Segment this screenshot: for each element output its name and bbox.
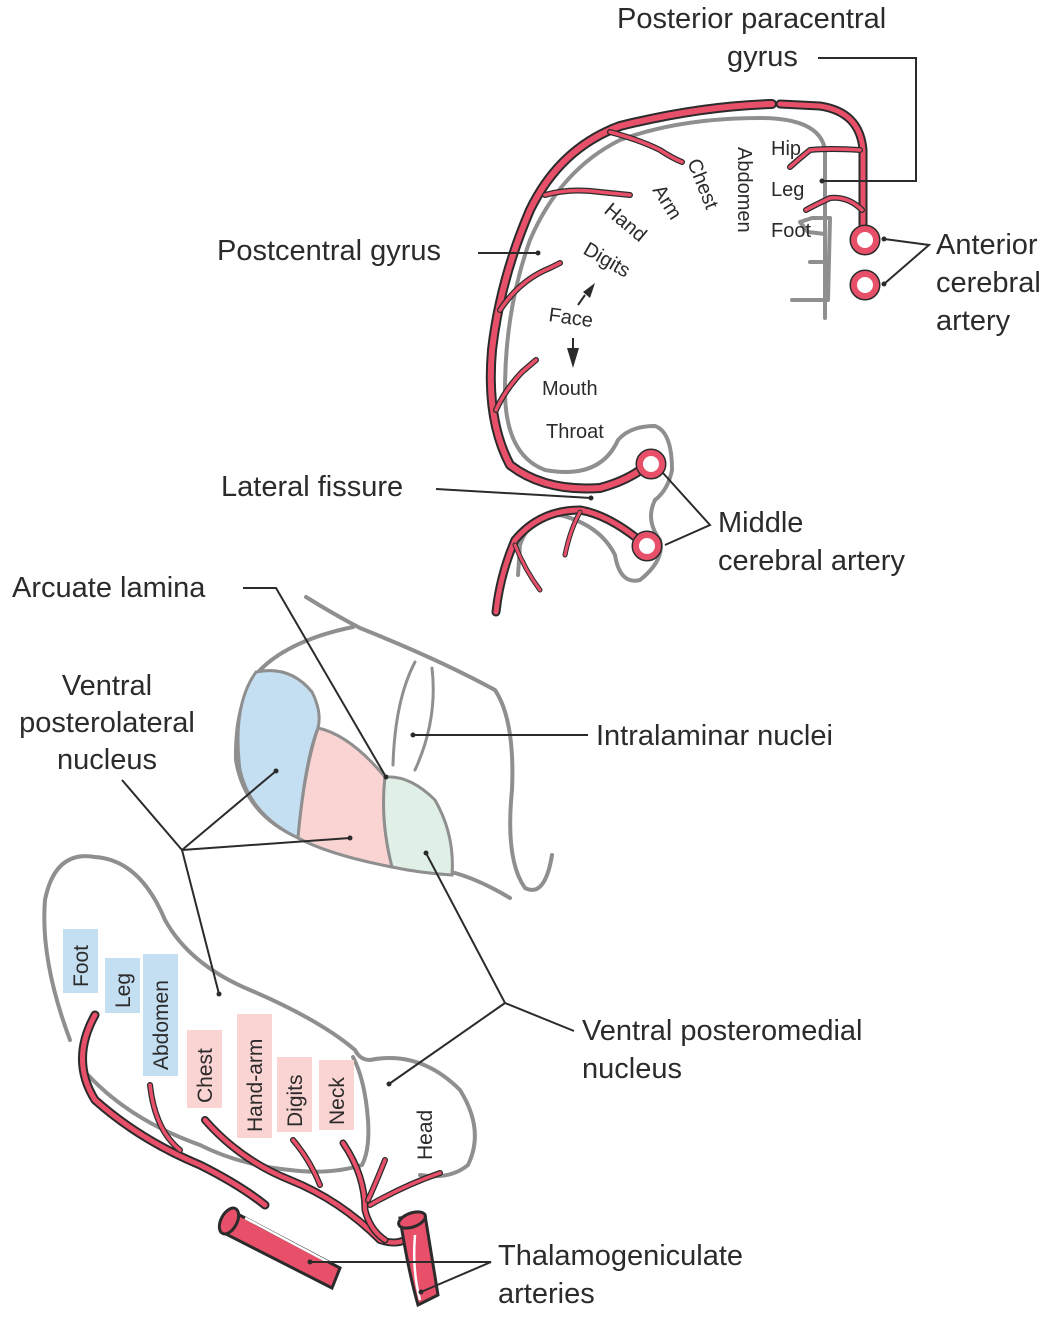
homunculus-abdomen: Abdomen: [733, 147, 755, 233]
tag-digits-bg: [277, 1057, 312, 1132]
svg-text:gyrus: gyrus: [727, 41, 798, 73]
callout-anterior-cerebral-artery: Anterior cerebral artery: [881, 229, 1041, 337]
callout-arcuate-lamina: Arcuate lamina: [12, 572, 389, 780]
svg-text:nucleus: nucleus: [582, 1053, 682, 1085]
tag-hand-arm-bg: [237, 1014, 272, 1138]
tag-chest: Chest: [194, 1048, 217, 1103]
homunculus-throat: Throat: [546, 421, 604, 443]
svg-text:Thalamogeniculate: Thalamogeniculate: [498, 1240, 743, 1272]
vpl-upper-body-region: [296, 726, 395, 869]
arrow-up-icon: [577, 283, 595, 306]
svg-text:cerebral artery: cerebral artery: [718, 545, 905, 577]
arrow-down-icon: [567, 338, 579, 368]
middle-cerebral-artery-branches: [485, 99, 777, 617]
tag-leg: Leg: [112, 973, 135, 1008]
homunculus-foot: Foot: [771, 220, 811, 242]
svg-text:Postcentral gyrus: Postcentral gyrus: [217, 235, 441, 267]
cortex-section: Hip Leg Foot Abdomen Chest Arm Hand Digi…: [217, 3, 1041, 617]
callout-ventral-posterolateral-nucleus: Ventral posterolateral nucleus: [19, 670, 353, 997]
homunculus-leg: Leg: [771, 179, 804, 201]
tag-foot-bg: [63, 929, 98, 993]
intralaminar-curve-2: [413, 666, 435, 772]
somatotopy-outline: [42, 854, 477, 1179]
tag-hand-arm: Hand-arm: [244, 1039, 267, 1132]
tag-abdomen: Abdomen: [150, 980, 173, 1070]
svg-text:nucleus: nucleus: [57, 744, 157, 776]
anterior-cerebral-artery-sections: [849, 224, 881, 301]
tag-foot: Foot: [70, 945, 93, 987]
thalamus-outline: [304, 595, 554, 892]
svg-text:Ventral: Ventral: [62, 670, 152, 702]
tag-neck: Neck: [326, 1077, 349, 1125]
callout-thalamogeniculate-arteries: Thalamogeniculate arteries: [307, 1240, 743, 1310]
homunculus-hand: Hand: [600, 199, 651, 247]
thalamus-section: Foot Leg Abdomen Chest Hand-arm Digits N…: [12, 572, 863, 1310]
svg-text:Ventral posteromedial: Ventral posteromedial: [582, 1015, 863, 1047]
homunculus-digits: Digits: [580, 238, 634, 282]
tag-abdomen-bg: [143, 954, 178, 1076]
svg-text:arteries: arteries: [498, 1278, 595, 1310]
thalamus-body-tags: Foot Leg Abdomen Chest Hand-arm Digits N…: [63, 929, 437, 1160]
svg-text:Intralaminar nuclei: Intralaminar nuclei: [596, 720, 833, 752]
callout-posterior-paracentral-gyrus: Posterior paracentral gyrus: [617, 3, 917, 184]
svg-text:Middle: Middle: [718, 507, 803, 539]
homunculus-arm: Arm: [648, 181, 686, 224]
tag-leg-bg: [105, 958, 140, 1013]
cortex-homunculus-labels: Hip Leg Foot Abdomen Chest Arm Hand Digi…: [542, 138, 811, 443]
homunculus-chest: Chest: [682, 156, 722, 213]
callout-lateral-fissure: Lateral fissure: [221, 471, 594, 503]
intralaminar-curve-1: [391, 660, 417, 767]
callout-middle-cerebral-artery: Middle cerebral artery: [662, 472, 905, 577]
callout-intralaminar-nuclei: Intralaminar nuclei: [410, 720, 833, 752]
middle-cerebral-artery-sections: [631, 448, 667, 562]
thalamogeniculate-arteries: [78, 1010, 443, 1247]
homunculus-mouth: Mouth: [542, 378, 598, 400]
vpm-region: [382, 775, 454, 877]
anterior-cerebral-artery-branches: [775, 99, 868, 240]
svg-text:Anterior: Anterior: [936, 229, 1038, 261]
tag-head: Head: [414, 1110, 437, 1160]
svg-text:posterolateral: posterolateral: [19, 707, 195, 739]
svg-text:artery: artery: [936, 305, 1011, 337]
cortex-outline: [503, 116, 832, 502]
svg-text:cerebral: cerebral: [936, 267, 1041, 299]
svg-text:Arcuate lamina: Arcuate lamina: [12, 572, 206, 604]
tag-neck-bg: [319, 1060, 354, 1130]
callout-ventral-posteromedial-nucleus: Ventral posteromedial nucleus: [386, 850, 863, 1087]
posterior-cerebral-artery-segments: [217, 1206, 440, 1308]
tag-chest-bg: [187, 1030, 222, 1108]
callout-postcentral-gyrus: Postcentral gyrus: [217, 235, 541, 267]
homunculus-hip: Hip: [771, 138, 801, 160]
tag-digits: Digits: [284, 1074, 307, 1127]
svg-text:Lateral fissure: Lateral fissure: [221, 471, 403, 503]
svg-text:Posterior paracentral: Posterior paracentral: [617, 3, 886, 35]
homunculus-face: Face: [547, 304, 594, 332]
